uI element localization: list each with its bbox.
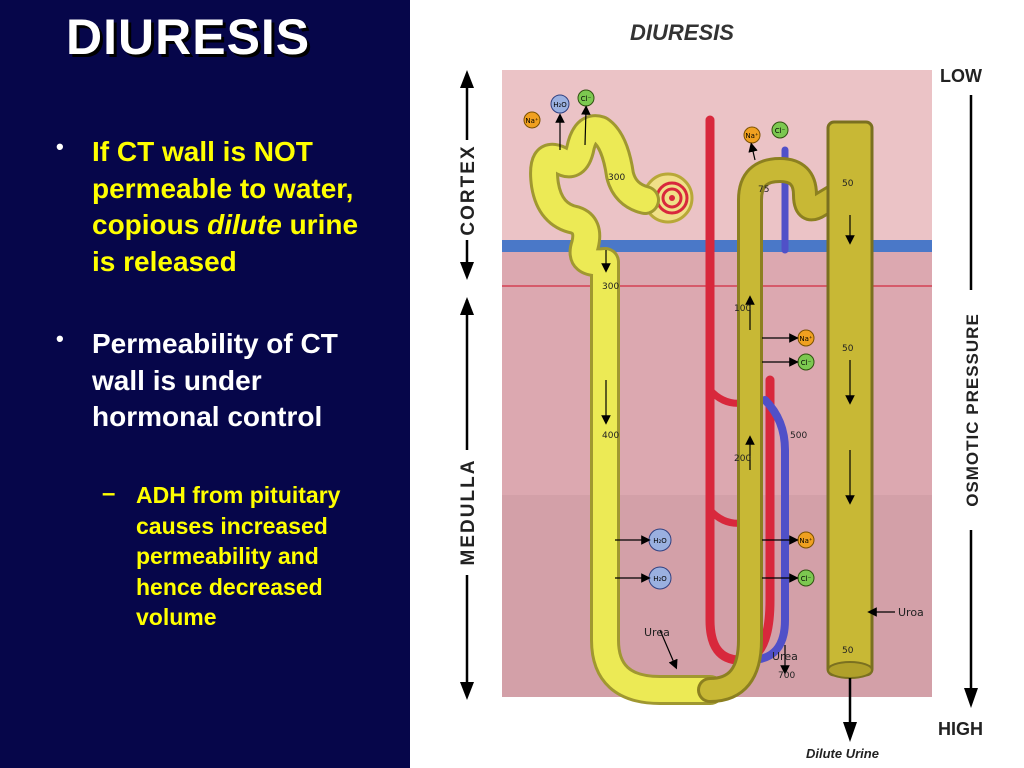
cortex-label: CORTEX bbox=[458, 144, 479, 235]
collecting-duct-end bbox=[827, 661, 873, 679]
ion-cl-3: Cl⁻ bbox=[801, 359, 812, 367]
bullet-dot-2: • bbox=[56, 326, 64, 351]
nephron-diagram: Na⁺ H₂O Cl⁻ Na⁺ Cl⁻ Na⁺ Cl⁻ Na⁺ Cl⁻ H₂O … bbox=[452, 20, 987, 761]
urea-label-loop: Urea bbox=[644, 626, 670, 639]
slide-title: DIURESIS bbox=[66, 9, 311, 65]
value-400: 400 bbox=[602, 431, 619, 441]
bullet-1-text: If CT wall is NOT permeable to water, co… bbox=[92, 134, 374, 280]
value-75: 75 bbox=[758, 185, 769, 195]
diagram-panel: Na⁺ H₂O Cl⁻ Na⁺ Cl⁻ Na⁺ Cl⁻ Na⁺ Cl⁻ H₂O … bbox=[410, 0, 1024, 768]
slide-text-panel: DIURESIS • If CT wall is NOT permeable t… bbox=[0, 0, 410, 768]
transport-arrows bbox=[555, 105, 895, 675]
bullet-1-part-a: If CT wall is NOT permeable to water, co… bbox=[92, 136, 354, 240]
bullet-2-text: Permeability of CT wall is under hormona… bbox=[92, 328, 338, 432]
osmolality-values: 300 300 400 100 200 75 50 50 50 500 700 bbox=[602, 173, 854, 681]
low-label: LOW bbox=[940, 66, 982, 86]
ion-h2o-1: H₂O bbox=[553, 101, 567, 109]
value-50-middle: 50 bbox=[842, 344, 854, 354]
value-700: 700 bbox=[778, 671, 795, 681]
osmotic-pressure-label: OSMOTIC PRESSURE bbox=[963, 313, 982, 507]
bullet-1: • If CT wall is NOT permeable to water, … bbox=[44, 134, 374, 280]
medulla-arrow bbox=[452, 297, 482, 700]
sub-bullet-dash: – bbox=[102, 480, 116, 507]
medulla-label: MEDULLA bbox=[458, 459, 479, 566]
bullet-1-italic-word: dilute bbox=[207, 209, 282, 240]
value-500: 500 bbox=[790, 431, 807, 441]
value-300-upper: 300 bbox=[602, 282, 619, 292]
high-label: HIGH bbox=[938, 719, 983, 739]
bullet-dot-1: • bbox=[56, 134, 64, 159]
value-200: 200 bbox=[734, 454, 751, 464]
ion-cl-1: Cl⁻ bbox=[581, 95, 592, 103]
ion-cl-4: Cl⁻ bbox=[801, 575, 812, 583]
ion-na-2: Na⁺ bbox=[745, 132, 759, 140]
cortex-arrow bbox=[452, 70, 482, 280]
ion-na-1: Na⁺ bbox=[525, 117, 539, 125]
value-50-top: 50 bbox=[842, 179, 854, 189]
ion-na-3: Na⁺ bbox=[799, 335, 813, 343]
sub-bullet-text: ADH from pituitary causes increased perm… bbox=[136, 482, 341, 630]
ascending-tubule bbox=[697, 157, 858, 703]
vein-loop bbox=[746, 396, 789, 664]
urea-labels: Urea Urea Uroa bbox=[644, 606, 924, 663]
urea-label-duct: Uroa bbox=[898, 606, 924, 619]
descending-tubule bbox=[529, 114, 725, 705]
ion-h2o-2: H₂O bbox=[653, 537, 667, 545]
value-300-cortex: 300 bbox=[608, 173, 625, 183]
dilute-urine-label: Dilute Urine bbox=[806, 746, 879, 761]
sub-bullet: – ADH from pituitary causes increased pe… bbox=[102, 480, 372, 633]
bullet-1-part-c: urine is released bbox=[92, 209, 359, 277]
value-50-bottom: 50 bbox=[842, 646, 854, 656]
osmotic-pressure-arrow bbox=[955, 95, 987, 708]
ion-h2o-3: H₂O bbox=[653, 575, 667, 583]
value-100: 100 bbox=[734, 304, 751, 314]
diagram-title: DIURESIS bbox=[630, 20, 734, 45]
bullet-2: • Permeability of CT wall is under hormo… bbox=[44, 326, 374, 436]
urine-outflow-arrowhead bbox=[843, 722, 857, 742]
ion-cl-2: Cl⁻ bbox=[775, 127, 786, 135]
urea-label-bottom: Urea bbox=[772, 650, 798, 663]
ion-na-4: Na⁺ bbox=[799, 537, 813, 545]
